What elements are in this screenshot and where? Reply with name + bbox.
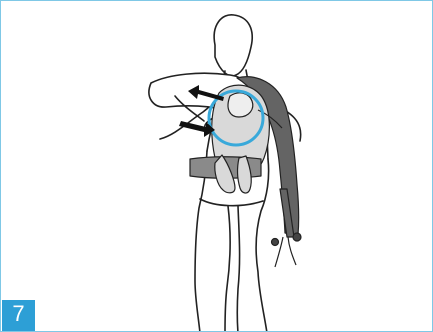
step-number: 7	[2, 298, 35, 330]
